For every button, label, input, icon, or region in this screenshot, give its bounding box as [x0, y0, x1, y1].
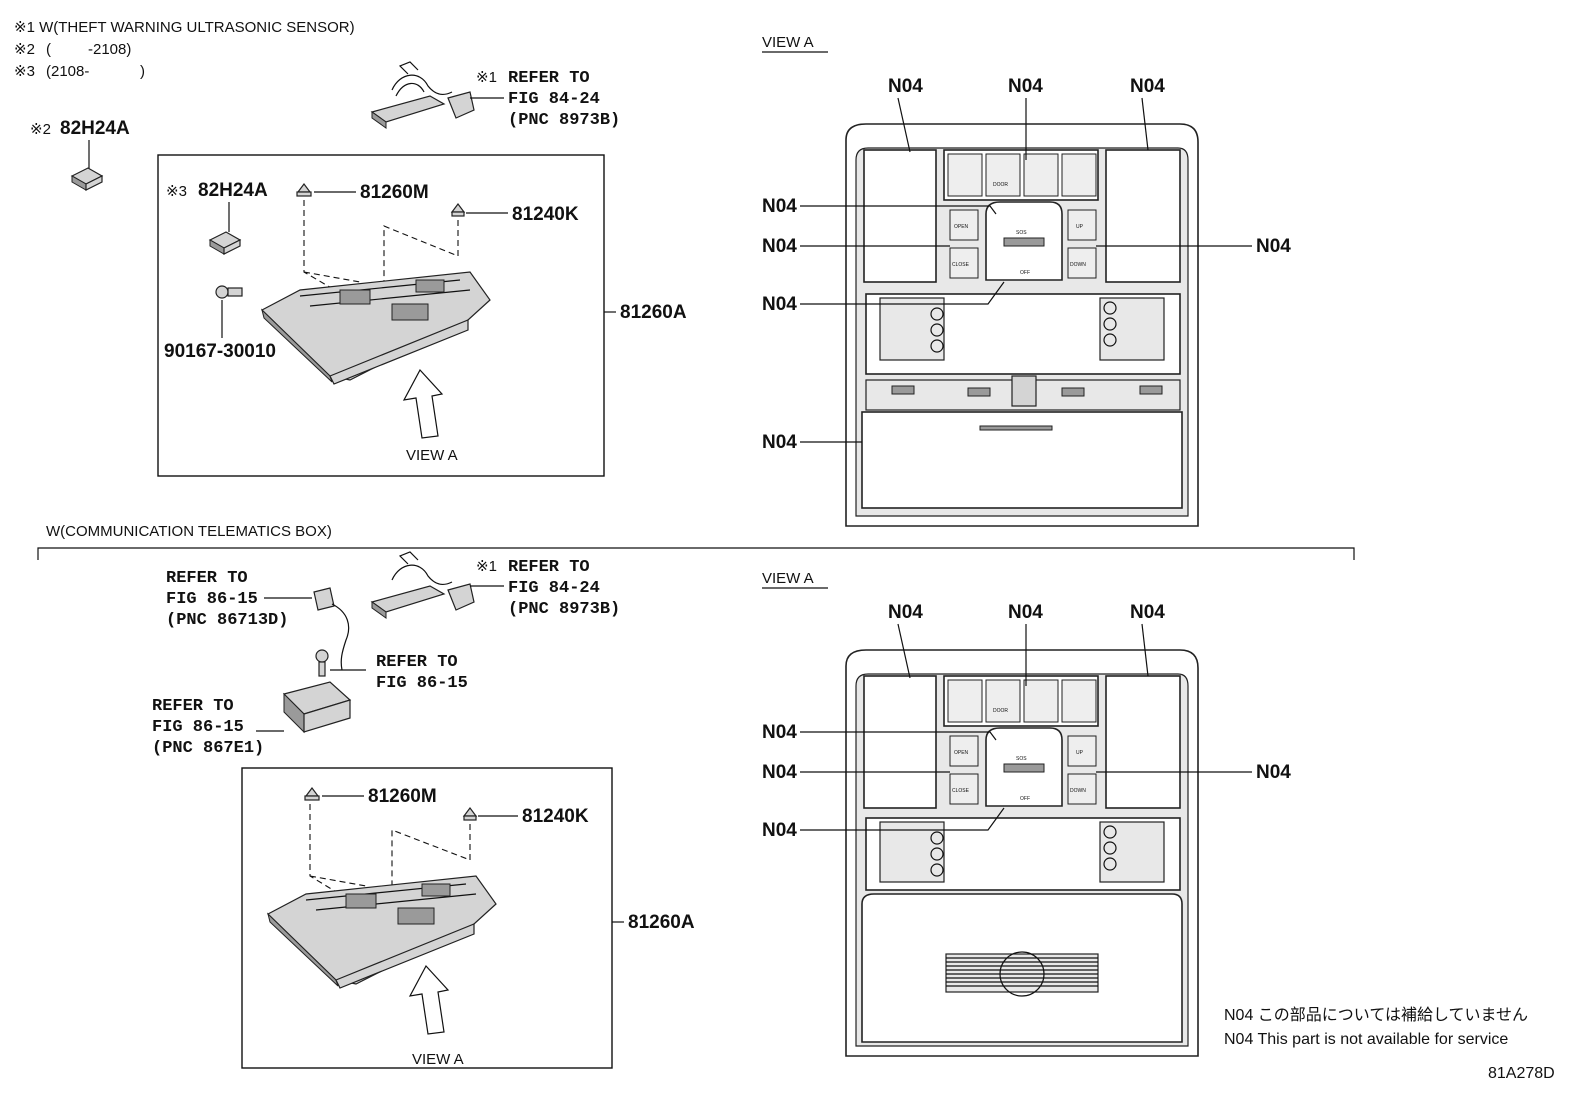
clip-81260m-bottom-icon: [304, 787, 320, 801]
view-top-n04-8: N04: [762, 432, 797, 453]
assembly-frame-top: [157, 154, 605, 477]
view-bottom-n04-5: N04: [762, 762, 797, 783]
part-81260a-top: 81260A: [620, 302, 687, 323]
btn-close-top: CLOSE: [952, 262, 970, 268]
view-bottom-n04-6: N04: [1256, 762, 1291, 783]
console-view-bottom: DOOR OPEN CLOSE SOS OFF UP DOWN: [845, 649, 1199, 1057]
console-view-top: DOOR OPEN CLOSE SOS OFF UP DOWN: [845, 123, 1199, 527]
part-81260m-top: 81260M: [360, 182, 429, 203]
btn-off-top: OFF: [1020, 270, 1030, 276]
view-top-title: VIEW A: [762, 34, 814, 51]
view-top-n04-5: N04: [762, 236, 797, 257]
screw-bottom-icon: [315, 649, 329, 677]
theft-sensor-icon: [370, 61, 475, 129]
overhead-console-bottom-icon: [266, 875, 497, 989]
view-top-n04-6: N04: [1256, 236, 1291, 257]
legend-jp: N04 この部品については補給していません: [1224, 1006, 1528, 1024]
part-81240k-bottom: 81240K: [522, 806, 589, 827]
ref-top-line2: FIG 84-24: [508, 90, 600, 109]
ref-d-line1: REFER TO: [152, 697, 234, 716]
view-arrow-label-bottom: VIEW A: [412, 1051, 464, 1068]
section-heading-bottom: W(COMMUNICATION TELEMATICS BOX): [46, 523, 332, 540]
part-90167-top: 90167-30010: [164, 341, 276, 362]
speaker-grille-icon: [945, 951, 1099, 997]
note-2-value: -2108): [88, 41, 131, 58]
btn-door-top: DOOR: [993, 182, 1008, 188]
ref-b-line1: REFER TO: [508, 558, 590, 577]
view-top-n04-7: N04: [762, 294, 797, 315]
view-bottom-title: VIEW A: [762, 570, 814, 587]
view-top-n04-4: N04: [762, 196, 797, 217]
part-82h24a-mark: ※2: [30, 121, 51, 138]
view-top-n04-2: N04: [1008, 76, 1043, 97]
view-bottom-n04-7: N04: [762, 820, 797, 841]
ref-a-line1: REFER TO: [166, 569, 248, 588]
figure-id: 81A278D: [1488, 1065, 1555, 1082]
view-bottom-n04-2: N04: [1008, 602, 1043, 623]
ref-c-line2: FIG 86-15: [376, 674, 468, 693]
ref-b-line2: FIG 84-24: [508, 579, 600, 598]
btn-sos-top: SOS: [1016, 230, 1027, 236]
view-arrow-bottom-icon: [408, 964, 450, 1035]
ref-b-line3: (PNC 8973B): [508, 600, 620, 619]
view-top-n04-3: N04: [1130, 76, 1165, 97]
assembly-frame-bottom: [241, 767, 613, 1069]
telematics-box-icon: [282, 681, 352, 734]
btn-up-top: UP: [1076, 224, 1084, 230]
clip-82h24a-icon: [70, 167, 104, 191]
ref-top-line1: REFER TO: [508, 69, 590, 88]
view-arrow-top-icon: [402, 368, 444, 439]
clip-82h24a-inbox-icon: [208, 231, 242, 255]
btn-open-top: OPEN: [954, 224, 969, 230]
part-81240k-top: 81240K: [512, 204, 579, 225]
btn-down-bottom: DOWN: [1070, 788, 1086, 794]
view-arrow-label-top: VIEW A: [406, 447, 458, 464]
btn-close-bottom: CLOSE: [952, 788, 970, 794]
part-81260m-bottom: 81260M: [368, 786, 437, 807]
note-1: ※1 W(THEFT WARNING ULTRASONIC SENSOR): [14, 19, 355, 36]
view-top-n04-1: N04: [888, 76, 923, 97]
note-2-mark: ※2: [14, 41, 35, 58]
btn-open-bottom: OPEN: [954, 750, 969, 756]
btn-up-bottom: UP: [1076, 750, 1084, 756]
telematics-harness-icon: [313, 587, 350, 671]
ref-d-line3: (PNC 867E1): [152, 739, 264, 758]
ref-a-line2: FIG 86-15: [166, 590, 258, 609]
note-3-value: (2108-: [46, 63, 89, 80]
part-82h24a-label: 82H24A: [60, 118, 130, 139]
view-bottom-n04-4: N04: [762, 722, 797, 743]
ref-b-mark: ※1: [476, 558, 497, 575]
ref-d-line2: FIG 86-15: [152, 718, 244, 737]
box-mark-top: ※3: [166, 183, 187, 200]
btn-down-top: DOWN: [1070, 262, 1086, 268]
screw-90167-icon: [215, 285, 243, 299]
clip-81260m-icon: [296, 183, 312, 197]
ref-mark-top: ※1: [476, 69, 497, 86]
view-bottom-n04-3: N04: [1130, 602, 1165, 623]
theft-sensor-bottom-icon: [370, 551, 475, 619]
btn-door-bottom: DOOR: [993, 708, 1008, 714]
note-2-paren: (: [46, 41, 51, 58]
note-3-mark: ※3: [14, 63, 35, 80]
legend-en: N04 This part is not available for servi…: [1224, 1031, 1508, 1048]
part-81260a-bottom: 81260A: [628, 912, 695, 933]
clip-81240k-icon: [450, 203, 466, 217]
overhead-console-top-icon: [260, 271, 491, 385]
ref-c-line1: REFER TO: [376, 653, 458, 672]
btn-sos-bottom: SOS: [1016, 756, 1027, 762]
ref-a-line3: (PNC 86713D): [166, 611, 288, 630]
view-bottom-n04-1: N04: [888, 602, 923, 623]
ref-top-line3: (PNC 8973B): [508, 111, 620, 130]
note-3-paren: ): [140, 63, 145, 80]
btn-off-bottom: OFF: [1020, 796, 1030, 802]
box-82h24a-label: 82H24A: [198, 180, 268, 201]
clip-81240k-bottom-icon: [462, 807, 478, 821]
